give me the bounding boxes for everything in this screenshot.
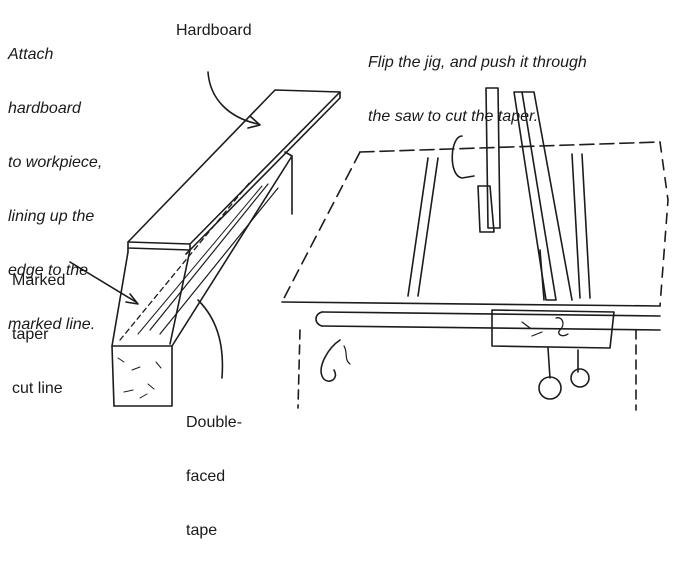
jig-handle <box>451 135 475 179</box>
double-faced-tape-label-line: faced <box>186 468 226 485</box>
fence-clamp <box>491 309 615 349</box>
taper-jig-illustration: Attach hardboard to workpiece, lining up… <box>8 10 669 539</box>
left-instruction-line: lining up the <box>8 208 95 225</box>
marked-line-arrow <box>69 261 137 303</box>
left-instruction-line: hardboard <box>8 100 81 117</box>
workpiece-left-face <box>111 251 129 407</box>
hardboard-edge <box>127 241 191 251</box>
hardboard-sheet <box>127 89 341 245</box>
blade-slot <box>539 249 545 301</box>
saw-table-top <box>359 141 661 153</box>
taper-jig <box>485 87 501 229</box>
miter-slot-right <box>571 153 591 299</box>
marked-cut-line-label-line: cut line <box>12 380 63 397</box>
tape-strip <box>149 183 279 335</box>
leader-arrows-left <box>69 71 261 379</box>
marked-line <box>119 181 251 341</box>
front-rail <box>281 301 661 307</box>
left-instruction-line: edge to the <box>8 262 89 279</box>
workpiece-right-face <box>169 249 191 345</box>
handwheel-left <box>538 376 562 400</box>
marked-cut-line-label-line: Marked <box>12 272 66 289</box>
handwheel-right <box>570 368 590 388</box>
double-faced-tape-label-line: tape <box>186 522 218 539</box>
table-saw-drawing <box>281 87 669 411</box>
left-instruction-line: to workpiece, <box>8 154 103 171</box>
left-instruction-line: Attach <box>8 46 54 63</box>
hardboard-arrow <box>207 71 259 125</box>
marked-cut-line-label: Marked taper cut line <box>12 236 65 434</box>
tape-arrow <box>197 299 224 379</box>
left-instruction-line: marked line. <box>8 316 96 333</box>
rip-fence <box>513 91 557 301</box>
miter-slot-left <box>407 157 439 297</box>
marked-cut-line-label-line: taper <box>12 326 49 343</box>
hardboard-label: Hardboard <box>176 22 252 39</box>
handwheel-stem <box>547 347 579 379</box>
left-instruction: Attach hardboard to workpiece, lining up… <box>8 10 102 370</box>
double-faced-tape-label-line: Double- <box>186 414 243 431</box>
drawing-canvas <box>69 71 669 411</box>
switch-cord <box>320 339 341 382</box>
saw-cabinet <box>297 329 301 409</box>
right-instruction-line: Flip the jig, and push it through <box>368 54 587 71</box>
workpiece-drawing <box>111 89 341 407</box>
